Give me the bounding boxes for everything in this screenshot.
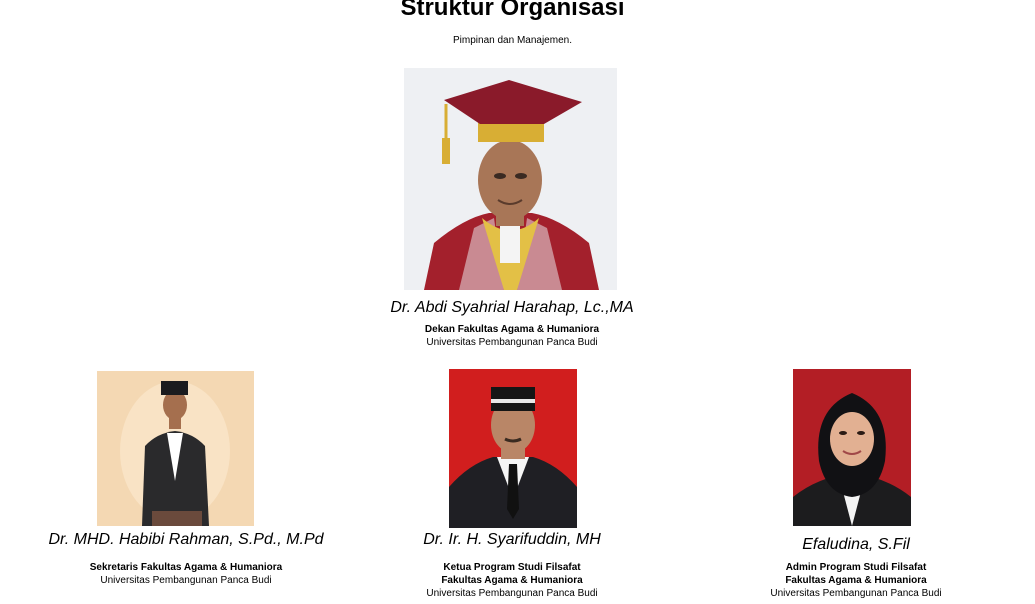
page-title: Struktur Organisasi — [400, 0, 625, 21]
staff-organization: Universitas Pembangunan Panca Budi — [426, 588, 598, 599]
staff-role-faculty: Fakultas Agama & Humaniora — [785, 575, 927, 586]
staff-photo-secretary — [97, 371, 254, 526]
staff-name: Dr. MHD. Habibi Rahman, S.Pd., M.Pd — [48, 531, 324, 548]
staff-photo-admin — [793, 369, 911, 526]
dean-organization: Universitas Pembangunan Panca Budi — [426, 337, 598, 348]
dean-role: Dekan Fakultas Agama & Humaniora — [424, 324, 600, 335]
dean-photo — [404, 68, 617, 290]
staff-name: Dr. Ir. H. Syarifuddin, MH — [423, 531, 601, 548]
staff-photo-head-of-program — [449, 369, 577, 528]
staff-role-faculty: Fakultas Agama & Humaniora — [441, 575, 583, 586]
staff-organization: Universitas Pembangunan Panca Budi — [770, 588, 942, 599]
staff-role: Sekretaris Fakultas Agama & Humaniora — [89, 562, 283, 573]
staff-role: Ketua Program Studi Filsafat — [443, 562, 581, 573]
staff-role: Admin Program Studi Filsafat — [785, 562, 927, 573]
dean-name: Dr. Abdi Syahrial Harahap, Lc.,MA — [390, 299, 634, 316]
staff-organization: Universitas Pembangunan Panca Budi — [100, 575, 272, 586]
page-subtitle: Pimpinan dan Manajemen. — [453, 35, 572, 46]
staff-name: Efaludina, S.Fil — [802, 536, 910, 553]
